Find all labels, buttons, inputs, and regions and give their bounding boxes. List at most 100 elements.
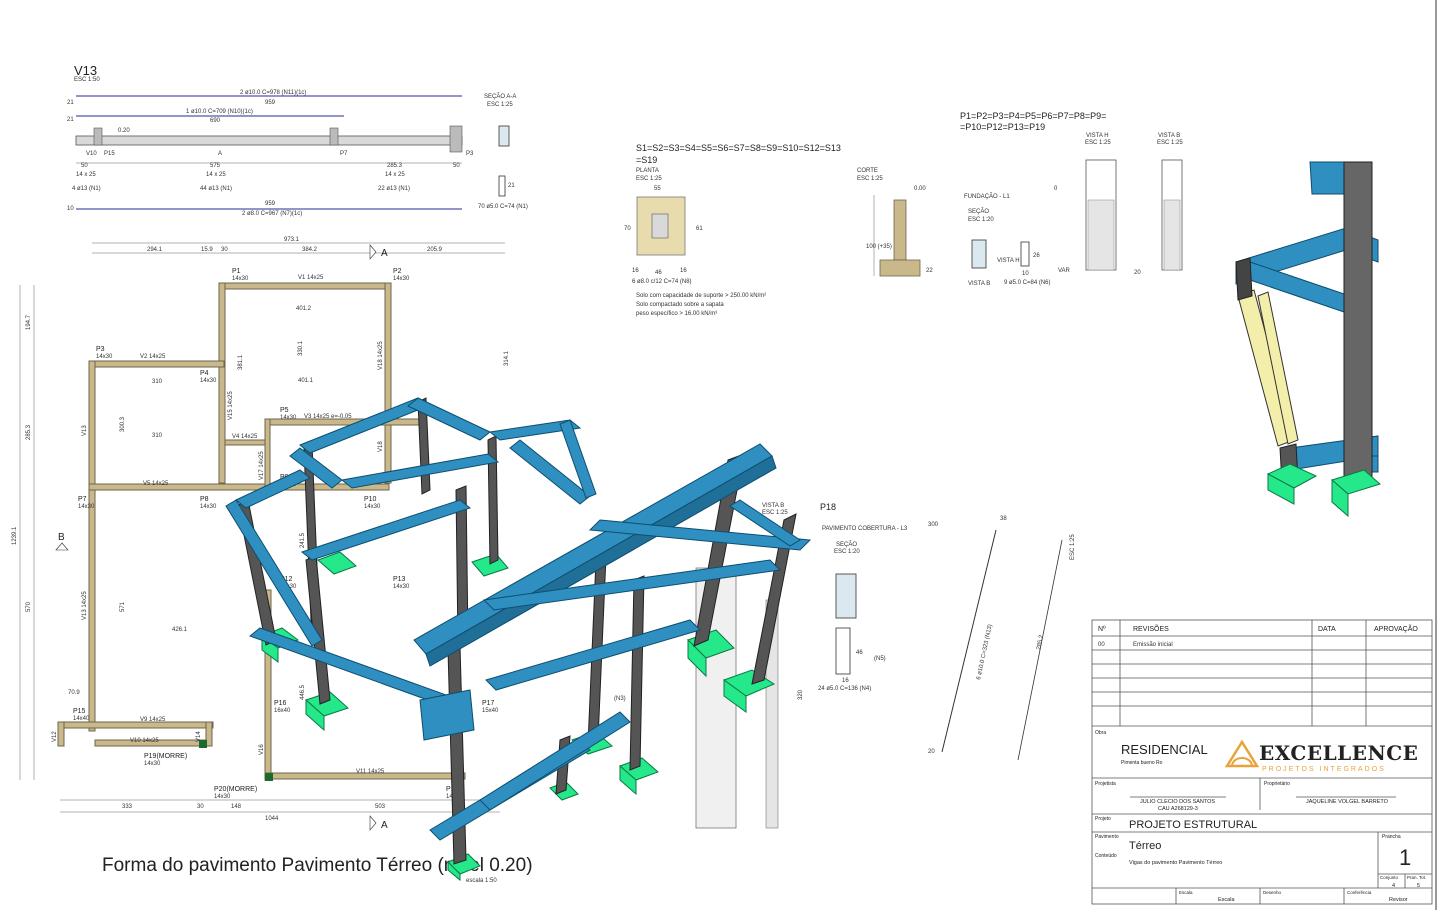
beam-3d-4 bbox=[488, 419, 582, 441]
detail-yellow-column-2 bbox=[1257, 291, 1299, 445]
rev-header-n: Nº bbox=[1098, 626, 1106, 633]
plan-dim-285: 285.3 bbox=[26, 424, 32, 440]
beam-title: V13 bbox=[74, 63, 97, 78]
p18-bar-label: 6 ø10.0 C=323 (N13) bbox=[976, 624, 994, 681]
plan-dim-570: 570 bbox=[26, 601, 32, 612]
escala-label: Escala bbox=[1179, 890, 1193, 895]
p18-vista-b: VISTA B bbox=[762, 503, 784, 509]
logo-subtext: PROJETOS INTEGRADOS bbox=[1262, 766, 1386, 773]
escala-value: Escala bbox=[1218, 897, 1235, 903]
beam-label-v3: V3 14x25 e=-0.05 bbox=[304, 414, 352, 420]
p18-long-bar bbox=[941, 529, 997, 753]
beam-v13 bbox=[88, 360, 96, 732]
column-label-p12: P12 bbox=[280, 576, 293, 583]
vista-h-fill bbox=[1087, 199, 1115, 271]
column-detail: P1=P2=P3=P4=P5=P6=P7=P8=P9= =P10=P12=P13… bbox=[960, 111, 1183, 287]
plan-dim-503: 503 bbox=[375, 804, 386, 810]
footing-note-1: Solo compactado sobre a sapata bbox=[636, 302, 724, 308]
designer-cau: CAU A268129-3 bbox=[1158, 806, 1198, 812]
prancha-label: Prancha bbox=[1382, 834, 1401, 840]
rev-header-data: DATA bbox=[1318, 626, 1336, 633]
beam-v1 bbox=[218, 282, 392, 290]
corte-title: CORTE bbox=[857, 168, 878, 174]
beam-v5 bbox=[88, 483, 390, 491]
beam-3d-1 bbox=[235, 469, 311, 509]
logo-arc bbox=[1231, 757, 1253, 767]
beam-v15 bbox=[218, 282, 226, 484]
beam-label-v13-14x25: V13 14x25 bbox=[82, 591, 88, 620]
vista-h-top-scale: ESC 1:25 bbox=[1085, 140, 1111, 146]
p18-section-rect bbox=[835, 573, 857, 619]
detail-footing-2-side bbox=[1331, 478, 1349, 518]
vista-b-fill bbox=[1163, 199, 1181, 271]
footing-dim-16a: 16 bbox=[632, 268, 639, 274]
column-label-p19morre: P19(MORRE) bbox=[144, 753, 187, 760]
beam-3d-3 bbox=[407, 397, 491, 441]
plan-dim-384: 384.2 bbox=[302, 247, 318, 253]
beam-label-v13: V13 bbox=[82, 425, 88, 436]
beam-label-v11: V11 14x25 bbox=[356, 769, 385, 775]
column-3d-7 bbox=[487, 435, 499, 565]
support-label-0: V10 bbox=[86, 151, 97, 157]
column-size-p7: 14x30 bbox=[78, 504, 95, 510]
designer-name: JULIO CLECIO DOS SANTOS bbox=[1140, 799, 1215, 805]
pran-tot-value: 5 bbox=[1417, 883, 1420, 889]
plan-dim-1044: 1044 bbox=[265, 816, 279, 822]
column-label-p3: P3 bbox=[96, 346, 105, 353]
footing-plan-scale: ESC 1:25 bbox=[636, 176, 662, 182]
column-size-p2: 14x30 bbox=[393, 276, 410, 282]
column-size-p1: 14x30 bbox=[232, 276, 249, 282]
stirrup-label: 70 ø5.0 C=74 (N1) bbox=[478, 204, 528, 210]
beam-v12 bbox=[57, 721, 65, 747]
p18-floor: PAVIMENTO COBERTURA - L3 bbox=[822, 526, 908, 532]
column-size-p19morre: 14x30 bbox=[144, 761, 161, 767]
column-title-1: P1=P2=P3=P4=P5=P6=P7=P8=P9= bbox=[960, 111, 1106, 121]
plan-dim-205: 205.9 bbox=[427, 247, 443, 253]
section-arrow-b bbox=[55, 542, 69, 551]
conferencia-label: Conferência bbox=[1347, 890, 1372, 895]
beam-label-v16: V16 bbox=[259, 744, 265, 755]
corte-level: 0.00 bbox=[914, 186, 926, 192]
column-size-p16: 16x40 bbox=[274, 708, 291, 714]
section-mark-a-bottom: A bbox=[381, 820, 388, 831]
beam-elevation bbox=[75, 135, 463, 146]
bottom-bar-label: 2 ø8.0 C=967 (N7)(1c) bbox=[242, 211, 302, 217]
column-label-p8: P8 bbox=[200, 496, 209, 503]
column-section-rect bbox=[971, 239, 987, 269]
span-section-1: 14 x 25 bbox=[206, 172, 226, 178]
column-stirrup-shape bbox=[1020, 241, 1030, 267]
inner-dim-310a: 310 bbox=[152, 379, 163, 385]
section-mark-b: B bbox=[58, 532, 65, 543]
detail-footing-1-side bbox=[1267, 473, 1295, 505]
section-aa-rect bbox=[498, 125, 510, 147]
beam-label-v14: V14 bbox=[196, 731, 202, 742]
plan-scale: escala 1:50 bbox=[466, 878, 497, 884]
projeto-label: Projeto bbox=[1095, 816, 1111, 822]
footing-dim-55: 55 bbox=[654, 186, 661, 192]
column-p20-mark bbox=[265, 773, 273, 781]
fundacao-title: FUNDAÇÃO - L1 bbox=[964, 193, 1010, 200]
vista-h-top: VISTA H bbox=[1086, 133, 1109, 139]
beam-3d-8 bbox=[300, 499, 472, 561]
corte-detail: CORTE ESC 1:25 0.00 100 (+35) 22 bbox=[857, 168, 933, 277]
p18-detail: VISTA B ESC 1:25 P18 PAVIMENTO COBERTURA… bbox=[614, 502, 1076, 829]
span-section-2: 14 x 25 bbox=[385, 172, 405, 178]
footing-10-side bbox=[447, 860, 461, 882]
support-3 bbox=[449, 125, 463, 153]
title-block-frame bbox=[1091, 619, 1433, 905]
p18-dim-16: 16 bbox=[842, 678, 849, 684]
support-label-3: P7 bbox=[340, 151, 348, 157]
beam-3d-10 bbox=[559, 419, 597, 499]
column-label-p16: P16 bbox=[274, 700, 287, 707]
column-label-p17: P17 bbox=[482, 700, 495, 707]
plan-dim-148: 148 bbox=[231, 804, 242, 810]
footing-dim-46: 46 bbox=[655, 270, 662, 276]
support-1 bbox=[93, 127, 103, 146]
column-size-p3: 14x30 bbox=[96, 354, 113, 360]
detail-column-main bbox=[1343, 161, 1373, 481]
p18-n5: (N5) bbox=[874, 656, 886, 662]
footing-title-2: =S19 bbox=[636, 155, 657, 165]
span-length-1: 575 bbox=[210, 163, 221, 169]
beam-3d-ridge-side bbox=[425, 455, 777, 667]
